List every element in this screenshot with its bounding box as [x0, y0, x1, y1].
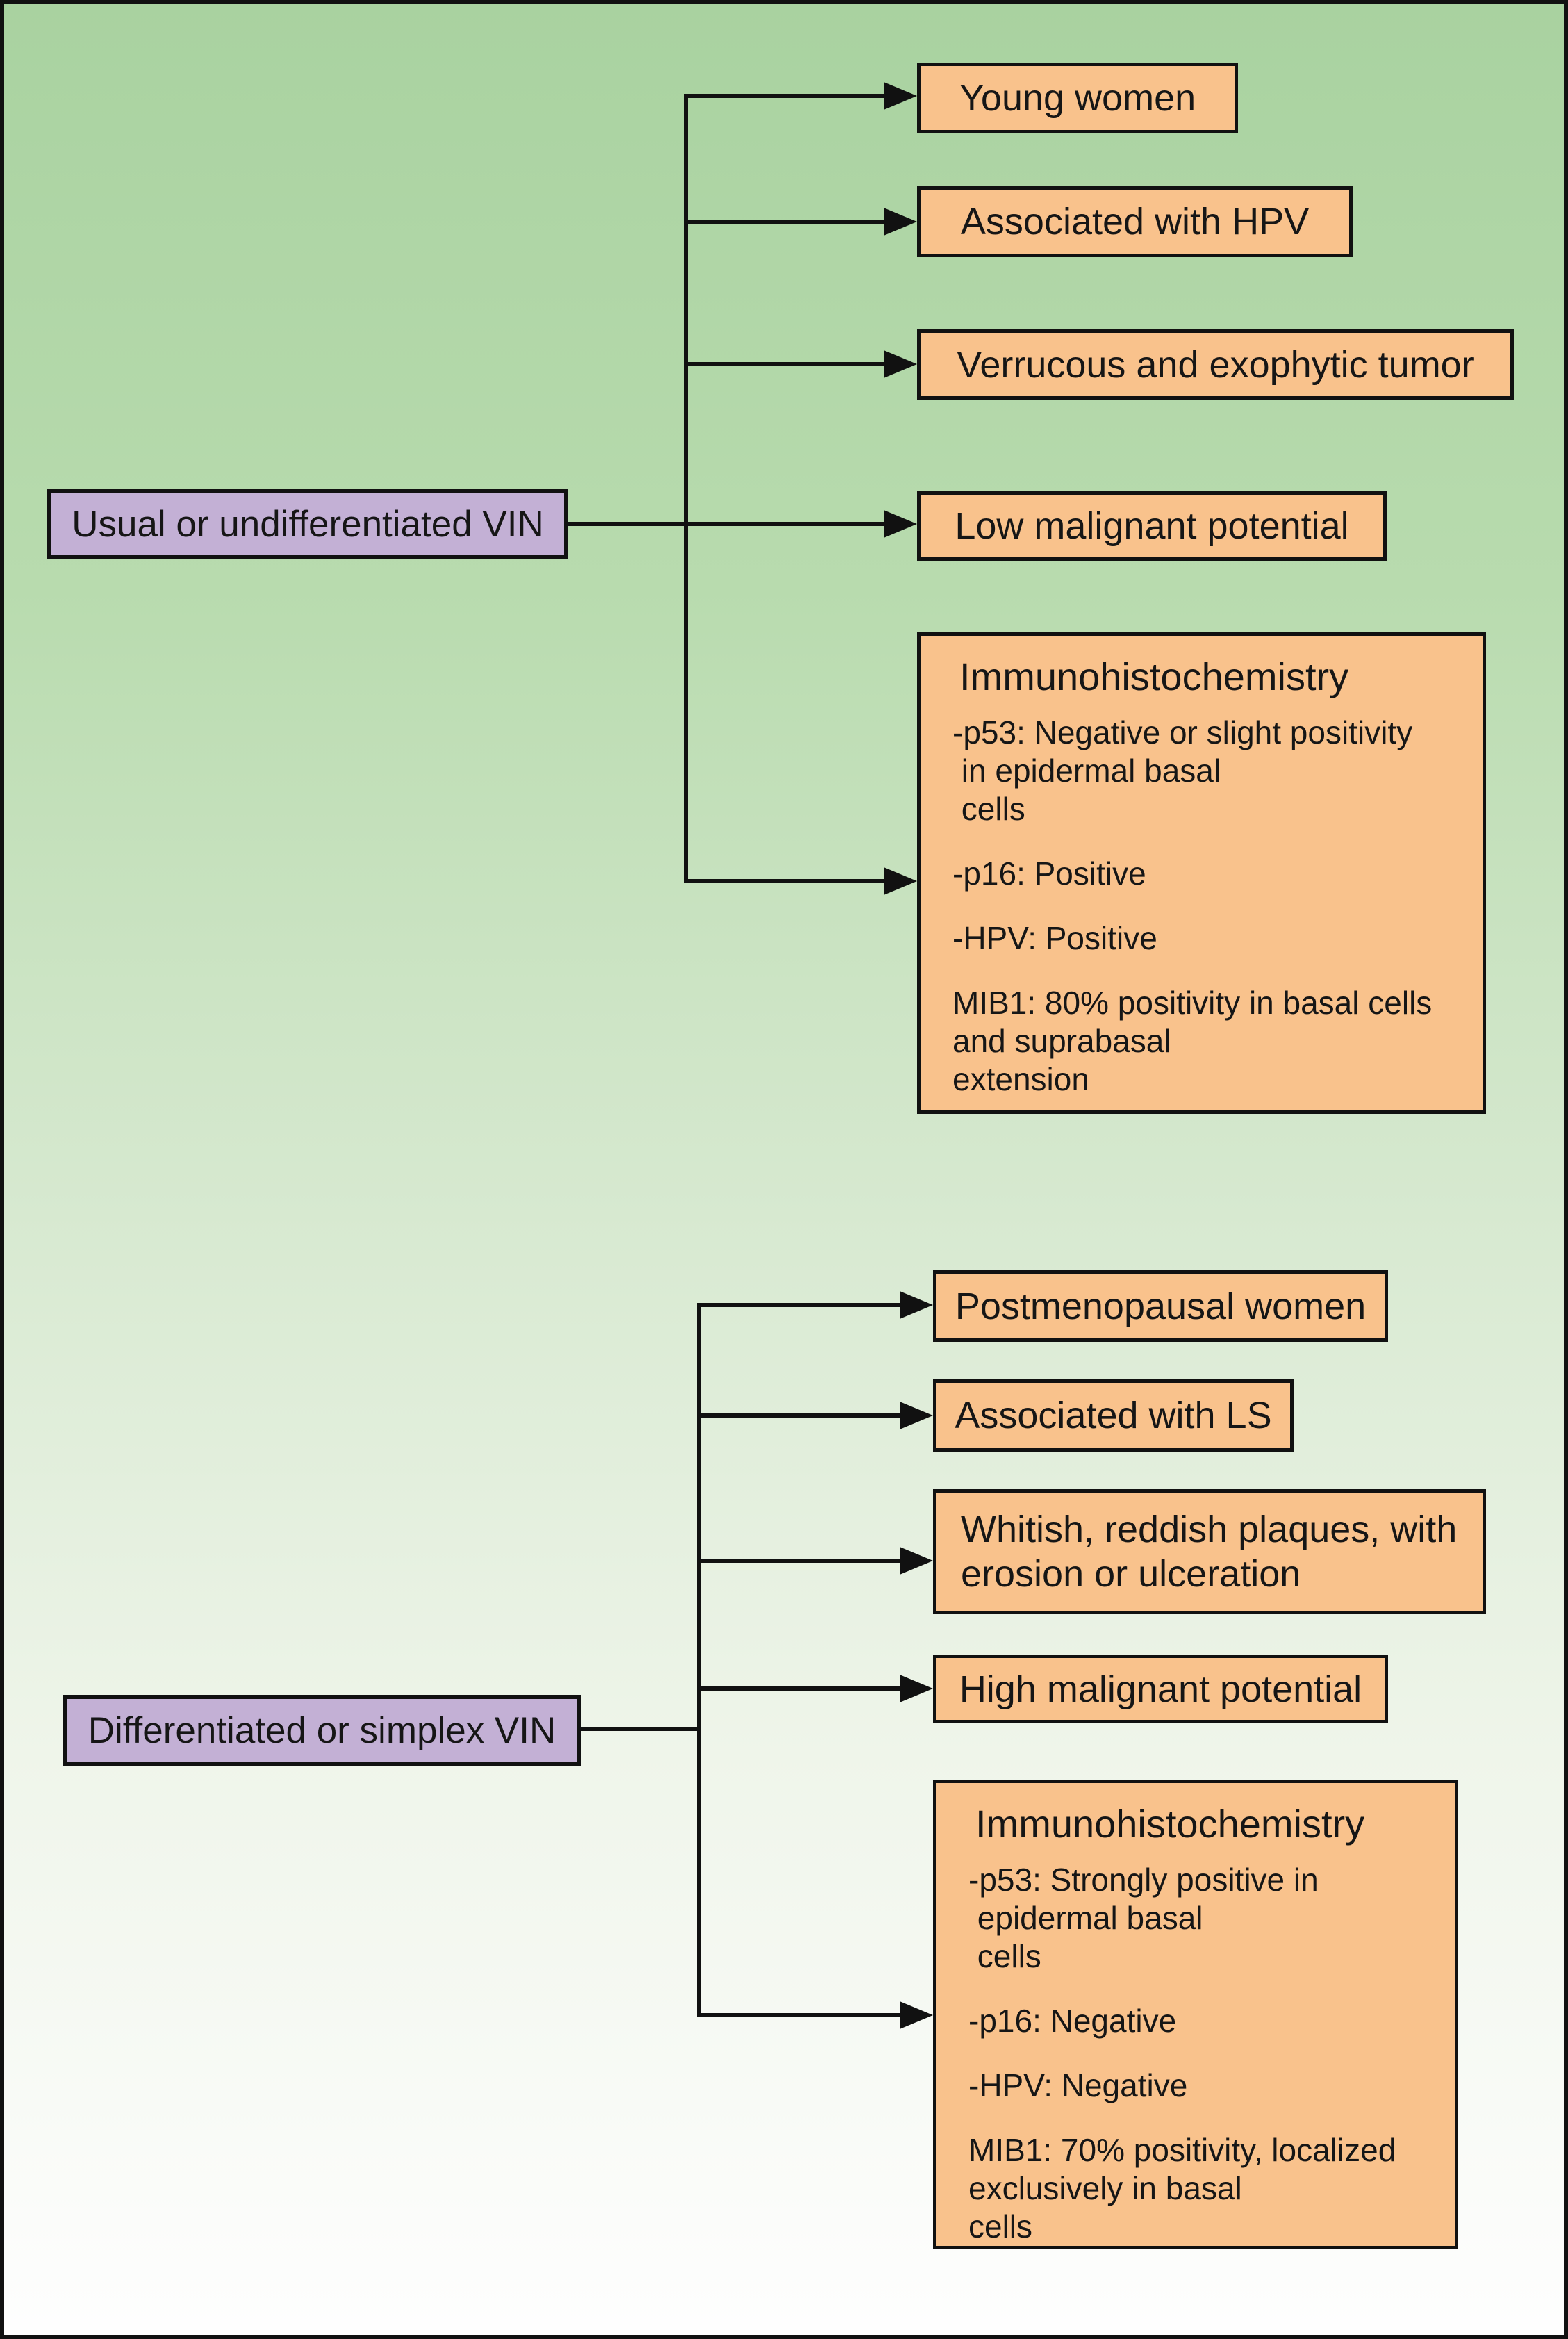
trunk-line-usual — [684, 94, 688, 883]
immuno-mib1-block: MIB1: 80% positivity in basal cells and … — [952, 984, 1470, 1099]
node-usual-vin: Usual or undifferentiated VIN — [47, 489, 568, 559]
immuno-line: -p53: Strongly positive in — [968, 1862, 1319, 1898]
node-label-line: erosion or ulceration — [961, 1553, 1301, 1595]
node-label: Verrucous and exophytic tumor — [957, 343, 1474, 386]
node-whitish-plaques: Whitish, reddish plaques, with erosion o… — [933, 1489, 1486, 1614]
node-label: High malignant potential — [959, 1668, 1362, 1710]
immuno-line: MIB1: 80% positivity in basal cells — [952, 985, 1433, 1021]
immuno-line: in epidermal basal — [952, 753, 1221, 789]
immuno-line: cells — [952, 791, 1025, 827]
branch-line-low-malignant — [688, 522, 884, 526]
arrowhead-icon — [900, 1547, 933, 1575]
arrowhead-icon — [884, 350, 917, 378]
immuno-line: cells — [968, 1938, 1041, 1974]
arrowhead-icon — [900, 2001, 933, 2029]
immuno-line: -p16: Positive — [952, 855, 1146, 892]
node-postmenopausal-women: Postmenopausal women — [933, 1270, 1388, 1342]
immuno-title: Immunohistochemistry — [975, 1802, 1365, 1846]
arrowhead-icon — [884, 208, 917, 236]
immuno-line: extension — [952, 1061, 1089, 1097]
immuno-line: -p53: Negative or slight positivity — [952, 714, 1413, 750]
node-label: Associated with HPV — [960, 201, 1310, 243]
parent-connector-differentiated — [581, 1727, 697, 1731]
branch-line-associated-ls — [701, 1413, 900, 1418]
arrowhead-icon — [884, 510, 917, 538]
node-high-malignant: High malignant potential — [933, 1655, 1388, 1723]
branch-line-immuno-differentiated — [701, 2013, 900, 2017]
node-label: Usual or undifferentiated VIN — [72, 503, 544, 545]
branch-line-young-women — [688, 94, 884, 98]
arrowhead-icon — [900, 1291, 933, 1319]
immuno-p53-block: -p53: Negative or slight positivity in e… — [952, 714, 1470, 828]
immuno-line: MIB1: 70% positivity, localized — [968, 2132, 1396, 2168]
arrowhead-icon — [884, 867, 917, 895]
immuno-p16-block: -p16: Negative — [968, 2002, 1442, 2040]
immuno-line: cells — [968, 2208, 1033, 2244]
immuno-line: epidermal basal — [968, 1900, 1203, 1936]
branch-line-whitish-plaques — [701, 1559, 900, 1563]
parent-connector-usual — [568, 522, 688, 526]
immuno-line: and suprabasal — [952, 1023, 1171, 1059]
node-associated-ls: Associated with LS — [933, 1379, 1294, 1452]
node-label: Associated with LS — [955, 1395, 1272, 1436]
immuno-title: Immunohistochemistry — [959, 655, 1349, 698]
immuno-p16-block: -p16: Positive — [952, 855, 1470, 893]
node-label: Differentiated or simplex VIN — [88, 1709, 556, 1751]
arrowhead-icon — [900, 1675, 933, 1702]
branch-line-postmenopausal — [701, 1303, 900, 1307]
immuno-line: -HPV: Negative — [968, 2067, 1188, 2103]
immuno-mib1-block: MIB1: 70% positivity, localized exclusiv… — [968, 2131, 1442, 2246]
node-associated-hpv: Associated with HPV — [917, 186, 1353, 257]
immuno-line: -p16: Negative — [968, 2003, 1177, 2039]
immuno-line: -HPV: Positive — [952, 920, 1157, 956]
trunk-line-differentiated — [697, 1303, 701, 2017]
branch-line-associated-hpv — [688, 220, 884, 224]
immuno-line: exclusively in basal — [968, 2170, 1242, 2206]
branch-line-immuno-usual — [688, 879, 884, 883]
immuno-p53-block: -p53: Strongly positive in epidermal bas… — [968, 1861, 1442, 1976]
node-low-malignant: Low malignant potential — [917, 491, 1387, 561]
immuno-hpv-block: -HPV: Negative — [968, 2067, 1442, 2105]
node-label: Young women — [959, 77, 1196, 119]
branch-line-verrucous — [688, 362, 884, 366]
node-differentiated-vin: Differentiated or simplex VIN — [63, 1695, 581, 1766]
node-label: Postmenopausal women — [955, 1285, 1367, 1327]
node-verrucous-tumor: Verrucous and exophytic tumor — [917, 329, 1514, 400]
node-label: Low malignant potential — [955, 505, 1349, 547]
node-immuno-usual: Immunohistochemistry -p53: Negative or s… — [917, 632, 1486, 1114]
node-young-women: Young women — [917, 63, 1238, 133]
branch-line-high-malignant — [701, 1686, 900, 1691]
arrowhead-icon — [900, 1402, 933, 1429]
node-label-line: Whitish, reddish plaques, with — [961, 1509, 1458, 1550]
arrowhead-icon — [884, 82, 917, 110]
immuno-hpv-block: -HPV: Positive — [952, 919, 1470, 958]
node-immuno-differentiated: Immunohistochemistry -p53: Strongly posi… — [933, 1780, 1458, 2249]
